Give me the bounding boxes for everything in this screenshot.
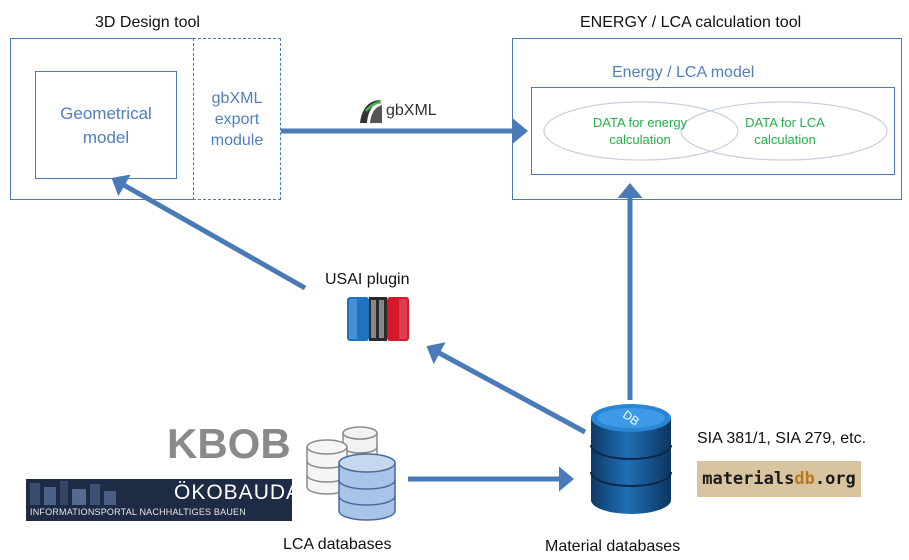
usai-plugin-icon — [347, 297, 409, 341]
oekobaudat-logo: ÖKOBAUDAT INFORMATIONSPORTAL NACHHALTIGE… — [26, 479, 292, 521]
energy-data-line1: DATA for energy — [592, 115, 688, 130]
lca-data-line1: DATA for LCA — [745, 115, 825, 130]
material-database-icon: DB — [590, 404, 672, 514]
oekobaudat-subtitle: INFORMATIONSPORTAL NACHHALTIGES BAUEN — [30, 507, 246, 517]
arrow-materials-to-plugin — [426, 342, 587, 435]
lca-database-icon — [306, 426, 396, 521]
lca-data-label: DATA for LCA calculation — [720, 114, 850, 148]
lca-databases-label: LCA databases — [283, 536, 392, 553]
energy-data-label: DATA for energy calculation — [565, 114, 715, 148]
export-module-line3: module — [210, 132, 264, 149]
export-module-label: gbXML export module — [193, 88, 281, 151]
arrow-plugin-to-geometry — [111, 174, 307, 291]
energy-model-box — [531, 87, 895, 175]
gbxml-logo-text: gbXML — [386, 102, 437, 119]
energy-model-title: Energy / LCA model — [612, 64, 755, 81]
materialsdb-prefix: materials — [702, 469, 795, 489]
materialsdb-suffix: .org — [814, 469, 856, 489]
export-module-line1: gbXML — [211, 90, 263, 107]
plugin-label: USAI plugin — [325, 271, 410, 288]
material-databases-label: Material databases — [545, 538, 681, 555]
materialsdb-logo: materialsdb.org — [697, 461, 861, 497]
design-tool-title: 3D Design tool — [95, 14, 200, 31]
kbob-logo: KBOB — [167, 420, 291, 467]
standards-text: SIA 381/1, SIA 279, etc. — [697, 430, 867, 447]
oekobaudat-title: ÖKOBAUDAT — [174, 481, 292, 504]
oekobaudat-logo-icon — [30, 481, 116, 505]
data-ellipses — [543, 101, 888, 161]
export-module-frame — [193, 38, 281, 200]
materialsdb-highlight: db — [794, 469, 815, 489]
energy-data-line2: calculation — [609, 132, 671, 147]
energy-data-ellipse — [543, 101, 739, 161]
geometrical-model-label: Geometrical model — [35, 102, 177, 150]
energy-tool-title: ENERGY / LCA calculation tool — [580, 14, 802, 31]
lca-data-line2: calculation — [754, 132, 816, 147]
energy-tool-frame — [512, 38, 902, 200]
gbxml-logo-icon — [360, 100, 382, 123]
geometrical-model-line2: model — [82, 128, 130, 147]
export-module-line2: export — [214, 111, 260, 128]
gbxml-logo: gbXML — [356, 97, 456, 129]
geometrical-model-box — [35, 71, 177, 179]
lca-data-ellipse — [680, 101, 888, 161]
geometrical-model-line1: Geometrical — [60, 104, 152, 123]
